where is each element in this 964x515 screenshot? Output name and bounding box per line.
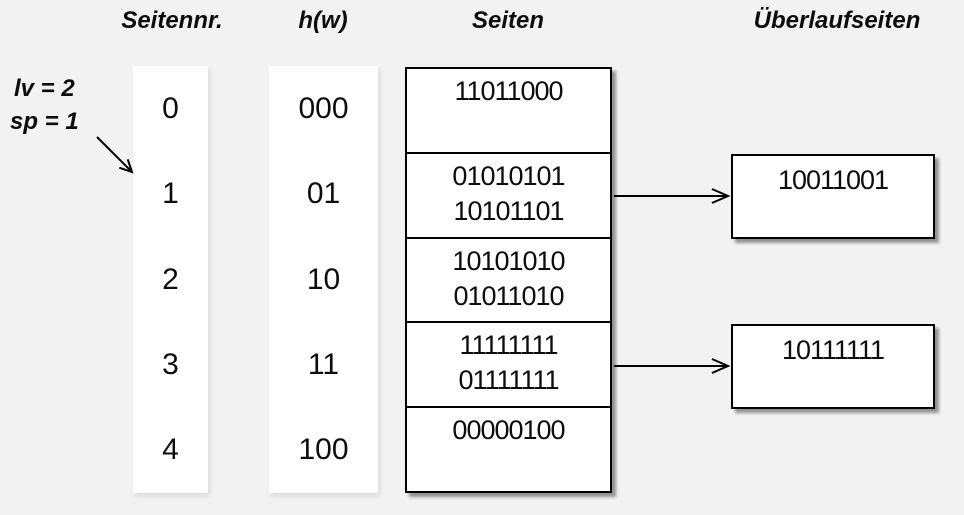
page-value: 01010101: [452, 160, 565, 191]
page-value: 11011000: [454, 76, 563, 106]
page-value: 10101010: [452, 245, 565, 276]
annotation-sp: sp = 1: [10, 108, 79, 135]
overflow-arrow-row1-icon: [614, 188, 731, 204]
page-value: 01111111: [458, 365, 559, 396]
hash-cell: 000: [298, 91, 349, 125]
hash-column: 000 01 10 11 100: [269, 66, 378, 493]
hash-cell: 11: [307, 347, 340, 381]
state-annotation: lv = 2 sp = 1: [10, 72, 79, 138]
overflow-value: 10011001: [777, 165, 889, 195]
header-hw: h(w): [298, 7, 348, 34]
seitennr-cell: 1: [162, 177, 179, 211]
header-ueberlaufseiten: Überlaufseiten: [753, 7, 921, 34]
overflow-box-row1: 10011001: [731, 154, 935, 239]
overflow-box-row3: 10111111: [731, 324, 935, 409]
page-value: 01011010: [453, 280, 564, 311]
hash-cell: 100: [298, 433, 349, 467]
annotation-lv: lv = 2: [14, 75, 75, 102]
page-value: 10101101: [453, 195, 564, 226]
seitennr-cell: 0: [162, 91, 179, 125]
header-seitennr: Seitennr.: [121, 7, 223, 34]
annotation-arrow-icon: [96, 136, 134, 174]
page-value: 11111111: [459, 330, 558, 361]
seitennr-column: 0 1 2 3 4: [133, 66, 208, 493]
pages-table: 11011000 01010101 10101101 10101010 0101…: [405, 67, 612, 493]
page-cell-1: 01010101 10101101: [407, 154, 610, 239]
page-cell-3: 11111111 01111111: [407, 323, 610, 409]
page-cell-2: 10101010 01011010: [407, 239, 610, 324]
hash-cell: 10: [306, 262, 341, 296]
header-seiten: Seiten: [471, 7, 545, 34]
overflow-value: 10111111: [781, 335, 885, 365]
seitennr-cell: 4: [162, 433, 179, 467]
page-cell-0: 11011000: [407, 69, 610, 154]
hash-cell: 01: [306, 177, 341, 211]
seitennr-cell: 2: [162, 262, 179, 296]
page-value: 00000100: [452, 415, 565, 446]
seitennr-cell: 3: [162, 347, 179, 381]
overflow-arrow-row3-icon: [614, 358, 731, 374]
page-cell-4: 00000100: [407, 408, 610, 491]
